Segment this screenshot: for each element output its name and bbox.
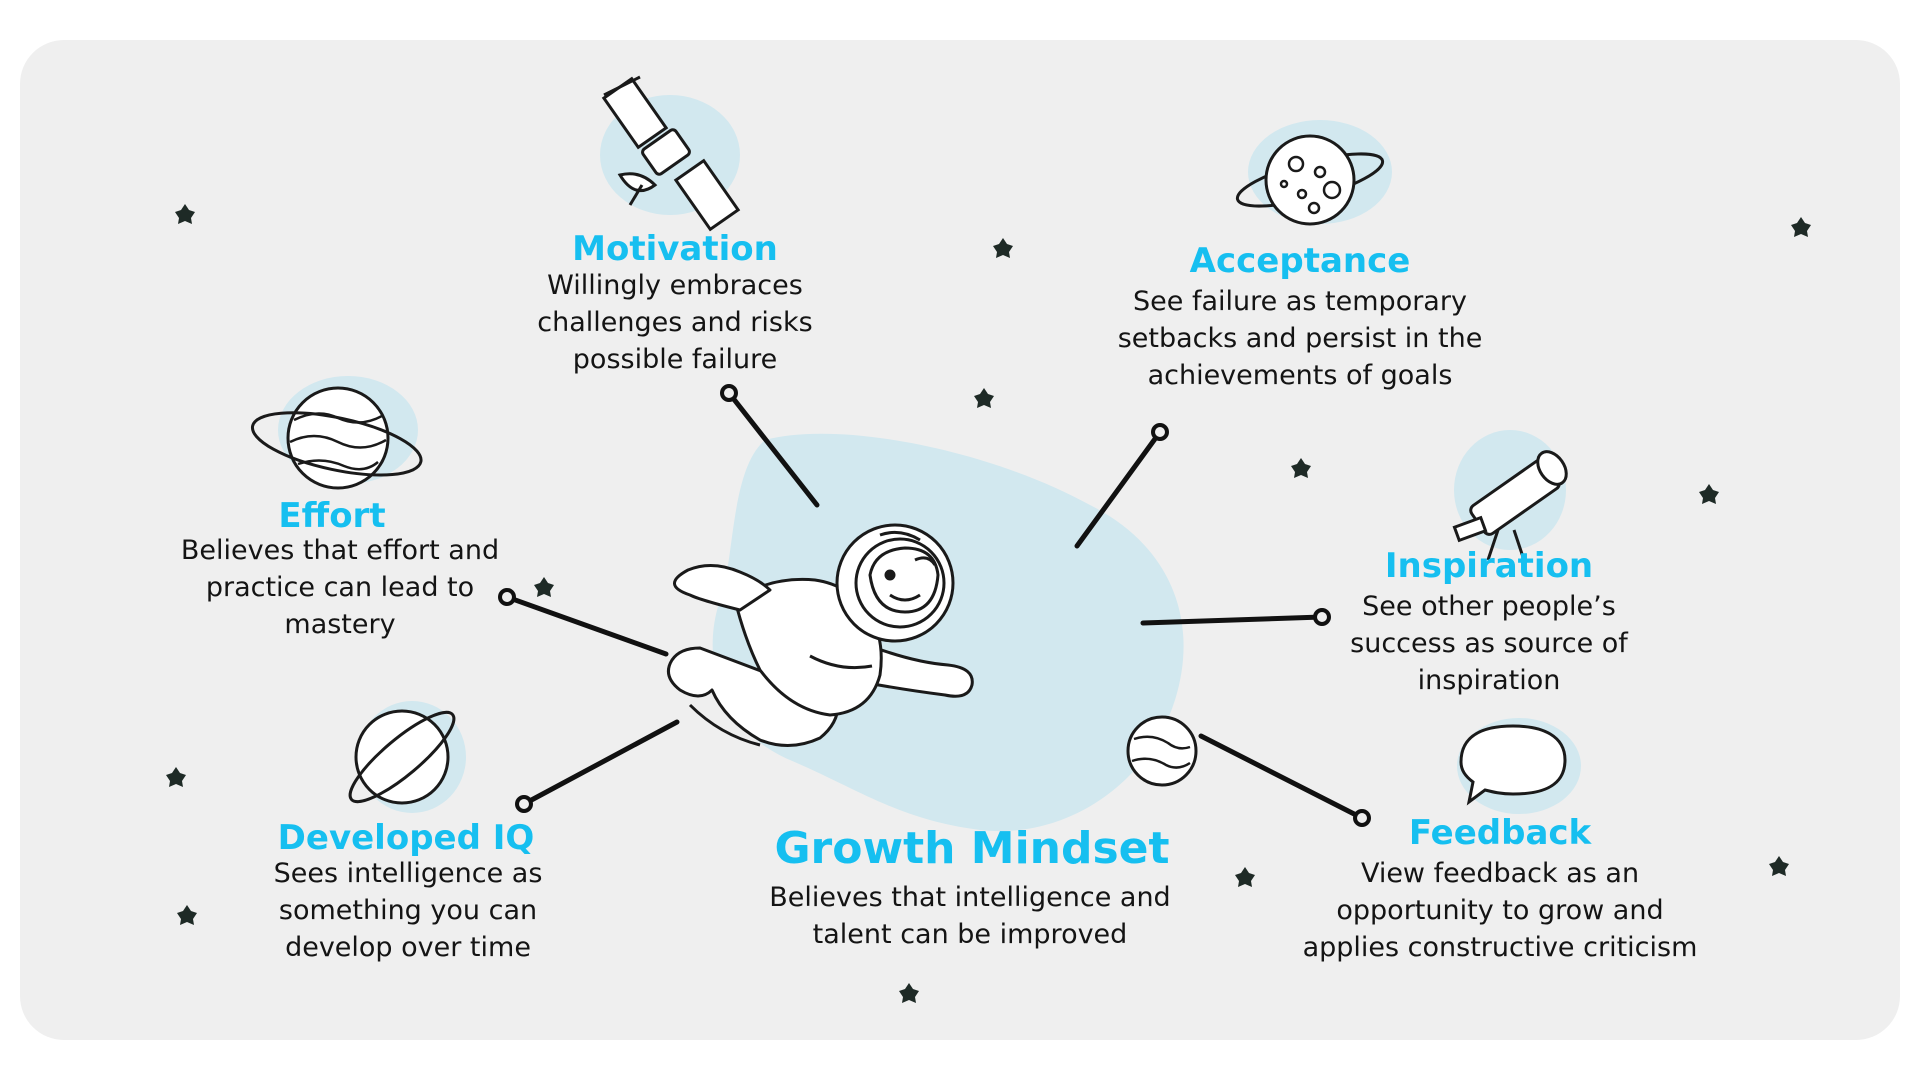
small-planet-icon bbox=[1126, 715, 1198, 787]
star-icon bbox=[534, 577, 554, 597]
telescope-icon bbox=[1452, 430, 1568, 561]
endpoint-motivation bbox=[720, 384, 738, 402]
star-icon bbox=[899, 983, 919, 1003]
center-title: Growth Mindset bbox=[774, 823, 1170, 874]
star-icon bbox=[974, 388, 994, 408]
star-icon bbox=[1235, 867, 1255, 887]
endpoint-acceptance bbox=[1151, 423, 1169, 441]
node-description-feedback: View feedback as an opportunity to grow … bbox=[1302, 858, 1698, 963]
node-title-inspiration: Inspiration bbox=[1384, 546, 1594, 586]
star-icon bbox=[1699, 484, 1719, 504]
star-icon bbox=[166, 767, 186, 787]
endpoint-effort bbox=[498, 588, 516, 606]
speech-bubble-icon bbox=[1457, 718, 1581, 814]
star-icon bbox=[1791, 217, 1811, 237]
astronaut-icon bbox=[666, 523, 974, 747]
endpoint-feedback bbox=[1353, 809, 1371, 827]
node-description-developed-iq: Sees intelligence as something you can d… bbox=[273, 858, 543, 963]
connector-motivation bbox=[726, 390, 820, 508]
node-title-feedback: Feedback bbox=[1408, 813, 1592, 853]
node-title-motivation: Motivation bbox=[572, 229, 778, 269]
star-icon bbox=[1291, 458, 1311, 478]
node-description-acceptance: See failure as temporary setbacks and pe… bbox=[1117, 286, 1483, 391]
star-icon bbox=[1769, 856, 1789, 876]
node-description-inspiration: See other people’s success as source of … bbox=[1350, 591, 1628, 696]
star-icon bbox=[177, 905, 197, 925]
connector-endpoints bbox=[498, 384, 1371, 827]
central-blob bbox=[712, 433, 1184, 832]
endpoint-inspiration bbox=[1313, 608, 1331, 626]
connector-inspiration bbox=[1140, 614, 1325, 626]
node-title-acceptance: Acceptance bbox=[1189, 241, 1411, 281]
node-description-motivation: Willingly embraces challenges and risks … bbox=[537, 270, 813, 375]
endpoint-developed-iq bbox=[515, 795, 533, 813]
connector-effort bbox=[504, 594, 669, 657]
center-description: Believes that intelligence and talent ca… bbox=[769, 882, 1171, 950]
saturn-icon bbox=[348, 701, 466, 813]
star-icon bbox=[175, 204, 195, 224]
satellite-icon bbox=[600, 75, 741, 232]
node-title-effort: Effort bbox=[278, 496, 386, 536]
stars bbox=[166, 204, 1811, 1003]
cratered-planet-icon bbox=[1235, 120, 1392, 226]
star-icon bbox=[993, 238, 1013, 258]
connector-developed-iq bbox=[521, 719, 680, 807]
ringed-planet-icon bbox=[250, 376, 423, 490]
node-title-developed-iq: Developed IQ bbox=[277, 818, 535, 858]
node-description-effort: Believes that effort and practice can le… bbox=[180, 535, 500, 640]
connector-lines bbox=[504, 390, 1365, 821]
connector-feedback bbox=[1198, 733, 1365, 821]
connector-acceptance bbox=[1074, 429, 1163, 549]
